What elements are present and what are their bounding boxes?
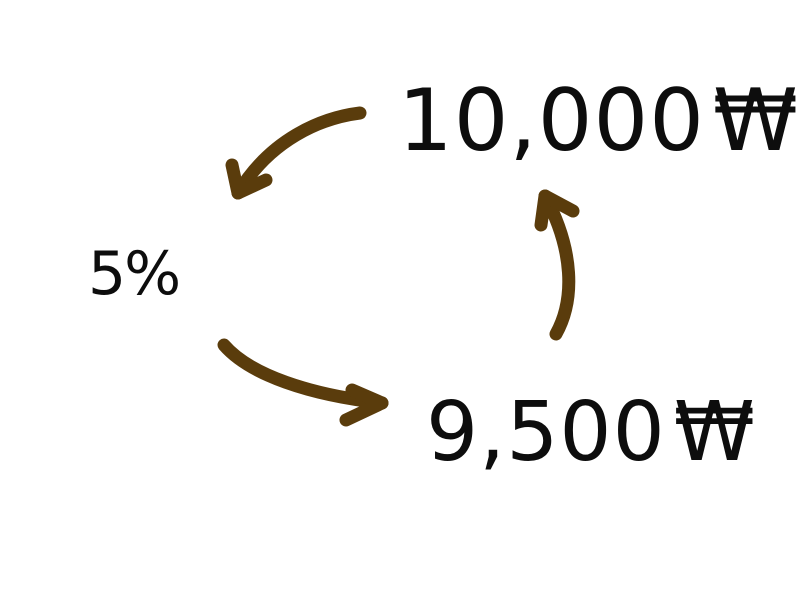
arrow-top-to-rate: [225, 106, 367, 200]
won-currency-symbol: ₩: [673, 385, 756, 480]
rate-label: 5%: [88, 239, 181, 309]
arrow-bottom-to-top: [534, 189, 580, 341]
original-price: 10,000₩: [398, 78, 799, 164]
original-price-amount: 10,000: [398, 71, 705, 171]
discounted-price-amount: 9,500: [426, 385, 666, 480]
discounted-price: 9,500₩: [426, 392, 756, 474]
won-currency-symbol: ₩: [712, 71, 799, 171]
arrow-rate-to-bottom: [217, 338, 389, 427]
